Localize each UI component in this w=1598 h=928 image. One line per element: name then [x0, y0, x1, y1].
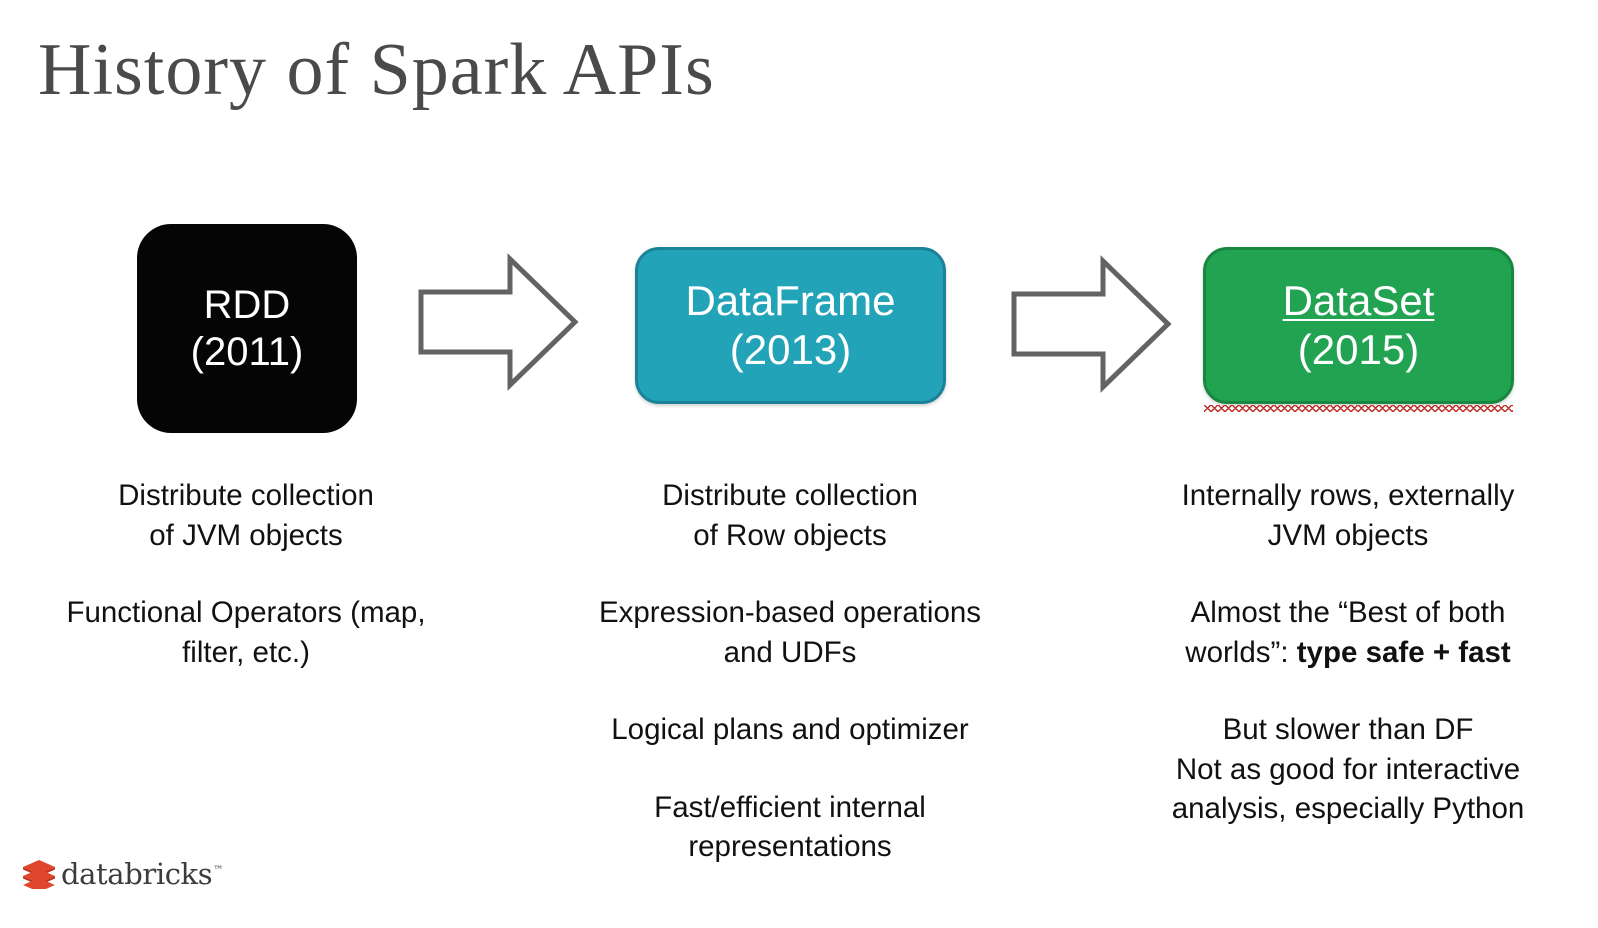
spellcheck-squiggle-icon	[1204, 405, 1513, 412]
description-paragraph: Logical plans and optimizer	[565, 710, 1015, 750]
text-line: Distribute collection	[662, 479, 918, 512]
text-line: Fast/efficient internal	[654, 790, 926, 824]
text-line: Functional Operators (map,	[66, 596, 426, 630]
text-line: Internally rows, externally	[1181, 479, 1515, 512]
trademark-symbol: ™	[213, 865, 223, 877]
text-line: of Row objects	[693, 518, 887, 552]
stage-name-dataframe: DataFrame	[685, 276, 896, 324]
description-paragraph: Almost the “Best of both worlds”: type s…	[1148, 593, 1548, 672]
databricks-wordmark: databricks™	[61, 857, 223, 891]
text-line: But slower than DF	[1222, 713, 1474, 747]
arrow-right-icon-1	[414, 252, 582, 397]
description-paragraph: But slower than DF Not as good for inter…	[1148, 710, 1548, 829]
text-line: Logical plans and optimizer	[611, 713, 969, 747]
stage-year-dataframe: (2013)	[729, 325, 852, 373]
description-paragraph: Distribute collection of JVM objects	[36, 476, 456, 555]
stage-name-rdd: RDD	[203, 283, 291, 328]
stage-box-dataframe: DataFrame (2013)	[635, 247, 946, 404]
description-paragraph: Functional Operators (map, filter, etc.)	[36, 593, 456, 672]
page-title: History of Spark APIs	[38, 29, 715, 111]
stage-year-rdd: (2011)	[190, 329, 304, 374]
text-line: Almost the “Best of both	[1190, 596, 1506, 630]
stage-year-dataset: (2015)	[1297, 325, 1420, 373]
text-line: representations	[688, 830, 892, 864]
stage-box-dataset: DataSet (2015)	[1203, 247, 1514, 412]
text-line: Not as good for interactive	[1175, 752, 1521, 786]
wordmark-text: databricks	[61, 857, 213, 891]
description-column-rdd: Distribute collection of JVM objects Fun…	[36, 476, 456, 672]
text-line: of JVM objects	[149, 518, 343, 552]
description-paragraph: Fast/efficient internal representations	[565, 788, 1015, 867]
text-line: worlds”:	[1185, 635, 1297, 669]
description-paragraph: Expression-based operations and UDFs	[565, 593, 1015, 672]
misspelled-word: DataSet	[1282, 276, 1435, 324]
stage-box-rdd: RDD (2011)	[137, 224, 357, 433]
databricks-logo: databricks™	[22, 857, 223, 892]
description-column-dataset: Internally rows, externally JVM objects …	[1148, 476, 1548, 829]
text-line: filter, etc.)	[182, 635, 310, 669]
text-line: Expression-based operations	[598, 596, 982, 630]
stage-name-dataset: DataSet	[1204, 276, 1513, 412]
text-line: and UDFs	[723, 635, 857, 669]
text-line: Distribute collection	[118, 479, 374, 512]
description-paragraph: Internally rows, externally JVM objects	[1148, 476, 1548, 555]
text-emphasis: type safe + fast	[1296, 635, 1511, 669]
description-paragraph: Distribute collection of Row objects	[565, 476, 1015, 555]
text-line: analysis, especially Python	[1171, 792, 1525, 826]
description-column-dataframe: Distribute collection of Row objects Exp…	[565, 476, 1015, 867]
databricks-mark-icon	[22, 859, 56, 892]
arrow-right-icon-2	[1007, 254, 1175, 399]
text-line: JVM objects	[1267, 518, 1429, 552]
